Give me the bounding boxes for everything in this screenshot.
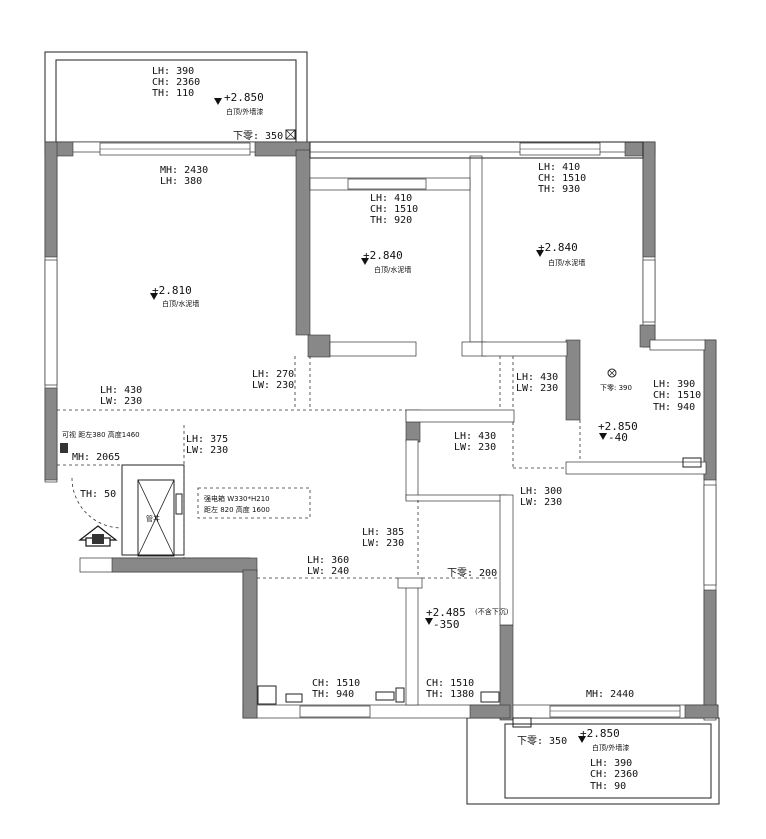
elevation-value: +2.850 xyxy=(224,91,264,104)
door-line: LH: 360 xyxy=(307,555,349,566)
room-line: CH: 2360 xyxy=(590,769,638,780)
door-line: LH: 300 xyxy=(520,486,562,497)
room-line: TH: 1380 xyxy=(426,689,474,700)
room-line: LH: 410 xyxy=(370,193,412,204)
door-line: LW: 230 xyxy=(516,383,558,394)
door-line: LW: 230 xyxy=(454,442,496,453)
room-line: TH: 940 xyxy=(312,689,354,700)
entry-mh: MH: 2065 xyxy=(72,452,120,463)
room-line: CH: 2360 xyxy=(152,77,200,88)
room-balcony-bottom: 下零: 350 +2.850 白顶/外墙漆 LH: 390 CH: 2360 T… xyxy=(517,727,638,792)
entry-door-swing xyxy=(71,477,123,529)
finish-note: 白顶/水泥墙 xyxy=(374,265,411,274)
room-line: MH: 2430 xyxy=(160,165,208,176)
dashed-lines xyxy=(57,356,581,579)
door-line: LH: 430 xyxy=(454,431,496,442)
room-living: MH: 2430 LH: 380 +2.810 白顶/水泥墙 xyxy=(152,165,208,308)
door-line: LH: 270 xyxy=(252,369,294,380)
finish-note: 白顶/外墙漆 xyxy=(226,107,263,116)
finish-note: 白顶/外墙漆 xyxy=(592,743,629,752)
room-bedroom-right: LH: 410 CH: 1510 TH: 930 +2.840 白顶/水泥墙 xyxy=(538,162,586,267)
door-line: LW: 230 xyxy=(252,380,294,391)
door-line: LW: 230 xyxy=(100,396,142,407)
room-bath-lower: 下零: 200 +2.485 (不含下沉) -350 CH: 1510 TH: … xyxy=(426,567,509,700)
elevation-value: +2.810 xyxy=(152,284,192,297)
room-line: TH: 920 xyxy=(370,215,412,226)
door-line: LW: 230 xyxy=(362,538,404,549)
elevation-markers xyxy=(150,98,607,743)
room-line: TH: 930 xyxy=(538,184,580,195)
room-line: LH: 390 xyxy=(653,379,695,390)
door-line: LH: 430 xyxy=(516,372,558,383)
shaft-label: 管井 xyxy=(146,514,160,523)
room-line: TH: 90 xyxy=(590,781,626,792)
room-bath-right: LH: 390 CH: 1510 TH: 940 下零: 390 +2.850 … xyxy=(598,379,701,444)
elevation-value: +2.850 xyxy=(580,727,620,740)
elevation-value: +2.485 xyxy=(426,606,466,619)
door-line: LH: 375 xyxy=(186,434,228,445)
elevation-value: +2.840 xyxy=(538,241,578,254)
door-labels: LH: 270 LW: 230 LH: 430 LW: 230 LH: 430 … xyxy=(100,369,562,577)
room-line: CH: 1510 xyxy=(653,390,701,401)
drop-note: 下零: 200 xyxy=(447,567,497,579)
room-line: LH: 390 xyxy=(590,758,632,769)
drop-note: 下零: 390 xyxy=(600,384,632,392)
drop-note: 下零: 350 xyxy=(233,130,283,142)
elevation-value: +2.850 xyxy=(598,420,638,433)
meter-box-line1: 强电箱 W330*H210 xyxy=(204,494,270,503)
door-line: LW: 230 xyxy=(186,445,228,456)
room-balcony-top: LH: 390 CH: 2360 TH: 110 +2.850 白顶/外墙漆 下… xyxy=(152,66,283,142)
meter-box-frame xyxy=(197,487,311,519)
fixture-icons xyxy=(60,129,702,728)
meter-box-line2: 距左 820 高度 1600 xyxy=(204,505,270,514)
entry-area: 可视 距左380 高度1460 MH: 2065 TH: 50 强电箱 W330… xyxy=(62,430,634,700)
door-line: LH: 385 xyxy=(362,527,404,538)
entry-th: TH: 50 xyxy=(80,489,116,500)
room-lower-left: CH: 1510 TH: 940 xyxy=(312,678,360,700)
door-line: LH: 430 xyxy=(100,385,142,396)
room-bedroom-middle: LH: 410 CH: 1510 TH: 920 +2.840 白顶/水泥墙 xyxy=(363,193,418,274)
room-line: CH: 1510 xyxy=(538,173,586,184)
drop-note: 下零: 350 xyxy=(517,735,567,747)
room-line: CH: 1510 xyxy=(312,678,360,689)
room-line: LH: 380 xyxy=(160,176,202,187)
elevation-value-2: -40 xyxy=(608,431,628,444)
room-line: TH: 110 xyxy=(152,88,194,99)
entry-arrow-icon xyxy=(78,525,118,547)
room-line: CH: 1510 xyxy=(426,678,474,689)
room-line: CH: 1510 xyxy=(370,204,418,215)
finish-note: 白顶/水泥墙 xyxy=(162,299,199,308)
windows xyxy=(44,141,717,718)
elevation-note: (不含下沉) xyxy=(475,607,509,616)
finish-note: 白顶/水泥墙 xyxy=(548,258,585,267)
visual-intercom-note: 可视 距左380 高度1460 xyxy=(62,430,140,439)
room-line: LH: 410 xyxy=(538,162,580,173)
elevation-value-2: -350 xyxy=(433,618,460,631)
door-line: LW: 230 xyxy=(520,497,562,508)
bottom-mh: MH: 2440 xyxy=(586,689,634,700)
wall-blocks xyxy=(44,141,719,721)
elevation-value: +2.840 xyxy=(363,249,403,262)
room-line: LH: 390 xyxy=(152,66,194,77)
door-line: LW: 240 xyxy=(307,566,349,577)
room-line: TH: 940 xyxy=(653,402,695,413)
